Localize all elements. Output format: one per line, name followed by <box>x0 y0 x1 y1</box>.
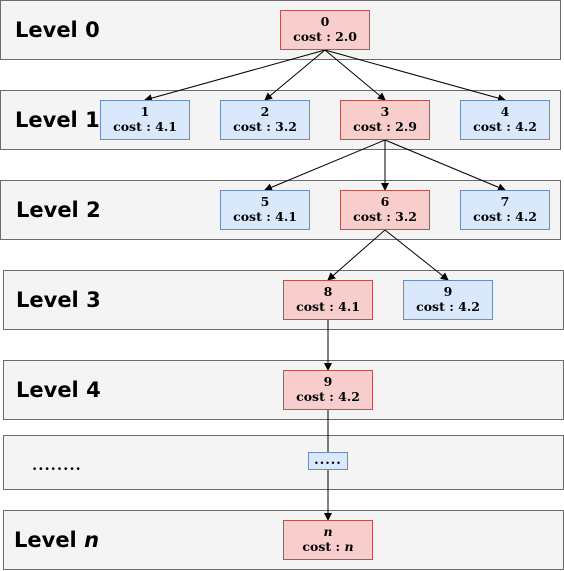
level-n-label: Level n <box>14 528 100 552</box>
node-9-level-3: 9 cost : 4.2 <box>403 280 493 320</box>
node-4: 4 cost : 4.2 <box>460 100 550 140</box>
node-9-level-4: 9 cost : 4.2 <box>283 370 373 410</box>
level-1-label: Level 1 <box>15 108 100 132</box>
level-3-label: Level 3 <box>16 288 101 312</box>
edge-n3-n5 <box>264 139 386 191</box>
level-0-label: Level 0 <box>15 18 100 42</box>
node-5: 5 cost : 4.1 <box>220 190 310 230</box>
edge-n6-n9a <box>384 229 449 281</box>
node-1: 1 cost : 4.1 <box>100 100 190 140</box>
edge-n0-n4 <box>324 49 506 102</box>
edge-n3-n7 <box>384 139 506 191</box>
node-0: 0 cost : 2.0 <box>280 10 370 50</box>
node-n: n cost : n <box>283 520 373 560</box>
node-2: 2 cost : 3.2 <box>220 100 310 140</box>
level-2-label: Level 2 <box>16 198 101 222</box>
edge-n0-n2 <box>264 49 326 101</box>
node-3: 3 cost : 2.9 <box>340 100 430 140</box>
edge-n6-n8 <box>327 229 386 281</box>
node-8: 8 cost : 4.1 <box>283 280 373 320</box>
ellipsis-node: ..... <box>308 452 348 470</box>
ellipsis-band: ........ <box>3 435 564 490</box>
edge-n0-n1 <box>144 49 326 102</box>
level-4-label: Level 4 <box>16 378 101 402</box>
node-6: 6 cost : 3.2 <box>340 190 430 230</box>
node-7: 7 cost : 4.2 <box>460 190 550 230</box>
ellipsis-label: ........ <box>32 456 82 474</box>
edge-n0-n3 <box>324 49 386 101</box>
